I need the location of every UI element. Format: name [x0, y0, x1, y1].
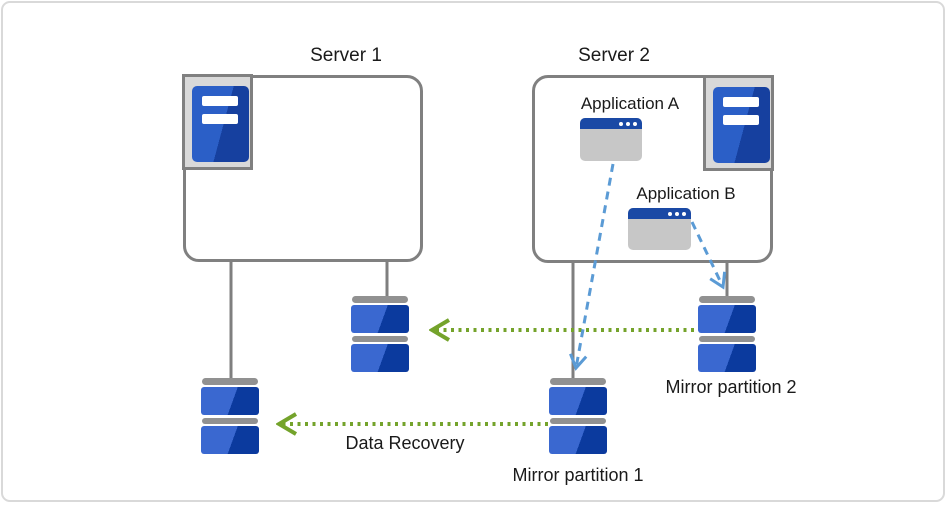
titlebar-dot — [633, 121, 637, 126]
mirror-partition-2-label: Mirror partition 2 — [665, 377, 797, 397]
disk-cap — [699, 296, 755, 303]
titlebar-dot — [626, 121, 630, 126]
app-titlebar — [580, 118, 642, 129]
mirror-partition-1-icon — [549, 378, 607, 454]
mirror-partition-2-icon — [698, 296, 756, 372]
app-window-icon — [580, 118, 642, 161]
disk-cap — [550, 378, 606, 385]
server1-label: Server 1 — [310, 45, 382, 66]
titlebar-dot — [619, 121, 623, 126]
disk-cap — [202, 378, 258, 385]
mirror-partition-1-label: Mirror partition 1 — [512, 465, 644, 485]
disk-bar — [550, 418, 606, 424]
server-tower-body — [713, 87, 770, 163]
disk-block — [549, 426, 607, 454]
server-slot — [723, 115, 759, 125]
server-tower-icon — [182, 74, 253, 170]
disk-partition-icon — [351, 296, 409, 372]
disk-bar — [202, 418, 258, 424]
app-titlebar — [628, 208, 691, 219]
server-slot — [723, 97, 759, 107]
disk-cap — [352, 296, 408, 303]
disk-block — [698, 344, 756, 372]
data-recovery-label: Data Recovery — [345, 433, 465, 453]
disk-bar — [352, 336, 408, 342]
disk-block — [201, 426, 259, 454]
app-window-icon — [628, 208, 691, 250]
disk-block — [351, 305, 409, 333]
application-b-label: Application B — [636, 184, 736, 203]
server-tower-icon — [703, 75, 774, 171]
disk-partition-icon — [201, 378, 259, 454]
disk-block — [351, 344, 409, 372]
disk-block — [549, 387, 607, 415]
titlebar-dot — [668, 211, 672, 216]
server2-label: Server 2 — [578, 45, 650, 66]
application-a-label: Application A — [580, 94, 680, 113]
disk-bar — [699, 336, 755, 342]
disk-block — [201, 387, 259, 415]
server-slot — [202, 114, 238, 124]
server-tower-body — [192, 86, 249, 162]
titlebar-dot — [675, 211, 679, 216]
titlebar-dot — [682, 211, 686, 216]
disk-block — [698, 305, 756, 333]
server-slot — [202, 96, 238, 106]
